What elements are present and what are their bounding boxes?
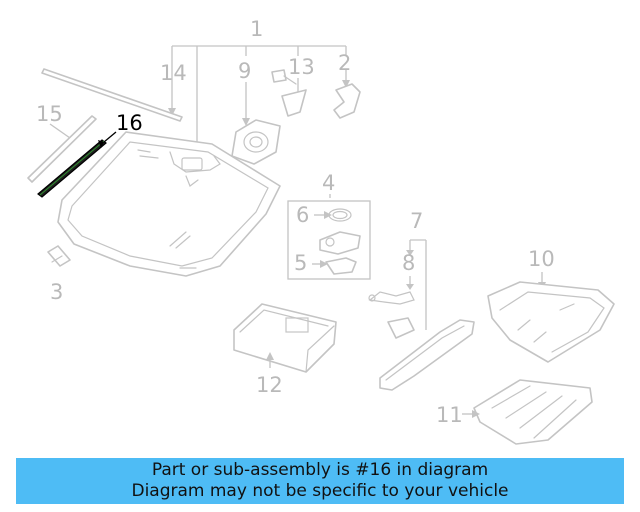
windshield-glass — [57, 131, 281, 277]
part-9-sensor — [231, 82, 281, 165]
part-2-cover — [333, 70, 361, 119]
callout-15: 15 — [36, 102, 63, 126]
callout-9: 9 — [238, 59, 251, 83]
part-13-bracket — [271, 69, 307, 117]
part-12-module — [233, 303, 337, 373]
info-banner: Part or sub-assembly is #16 in diagram D… — [16, 458, 624, 504]
part-14-molding — [41, 68, 183, 122]
callout-13: 13 — [288, 55, 315, 79]
callout-16: 16 — [116, 111, 143, 135]
callout-11: 11 — [436, 403, 463, 427]
callout-4: 4 — [322, 171, 335, 195]
part-11-tray — [462, 379, 593, 445]
callout-7: 7 — [410, 209, 423, 233]
callout-1: 1 — [250, 17, 263, 41]
callout-14: 14 — [160, 61, 187, 85]
callout-3: 3 — [50, 280, 63, 304]
part-4-kit — [287, 194, 371, 280]
part-7-mirror — [379, 317, 475, 391]
callout-6: 6 — [296, 203, 309, 227]
callout-12: 12 — [256, 373, 283, 397]
part-10-console — [487, 281, 615, 363]
callout-8: 8 — [402, 251, 415, 275]
parts-diagram: 1 14 9 13 2 15 16 — [27, 17, 615, 445]
part-3-clip — [47, 245, 71, 267]
callout-2: 2 — [338, 51, 351, 75]
part-15-molding — [27, 115, 97, 183]
callout-5: 5 — [294, 251, 307, 275]
callout-10: 10 — [528, 247, 555, 271]
part-8-wire — [368, 291, 415, 305]
part-16-molding — [37, 131, 117, 198]
banner-line-2: Diagram may not be specific to your vehi… — [131, 481, 509, 501]
banner-line-1: Part or sub-assembly is #16 in diagram — [151, 460, 489, 480]
